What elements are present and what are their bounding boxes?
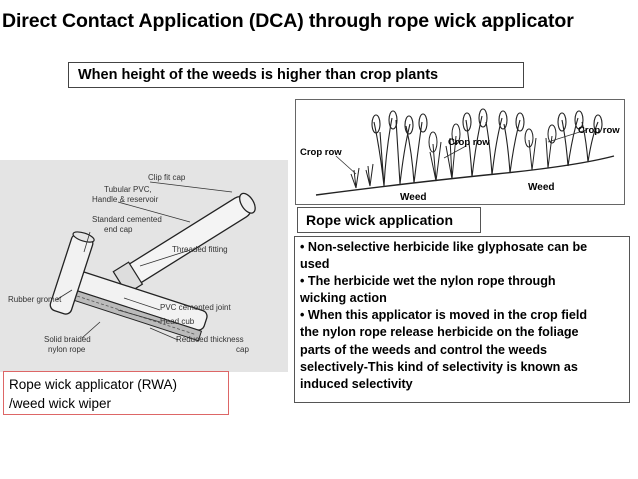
rwa-caption-line2: /weed wick wiper bbox=[9, 396, 112, 411]
bullet-line: • The herbicide wet the nylon rope throu… bbox=[300, 274, 556, 289]
bullet-line: the nylon rope release herbicide on the … bbox=[300, 325, 579, 340]
label-rubber-gromet: Rubber gromet bbox=[8, 295, 62, 304]
label-head-cub: Head cub bbox=[160, 317, 195, 326]
label-standard-cemented: Standard cemented bbox=[92, 215, 162, 224]
application-bullets: • Non-selective herbicide like glyphosat… bbox=[294, 236, 630, 403]
bullet-line: • When this applicator is moved in the c… bbox=[300, 308, 588, 323]
crop-row-middle-plants bbox=[428, 123, 461, 182]
label-solid-braided: Solid braided bbox=[44, 335, 91, 344]
label-reduced-thickness: Reduced thickness bbox=[176, 335, 244, 344]
label-tubular-pvc: Tubular PVC, bbox=[104, 185, 152, 194]
crop-row-left-plants bbox=[350, 163, 374, 189]
rope-wick-application-heading: Rope wick application bbox=[297, 207, 481, 233]
label-clip-fit-cap: Clip fit cap bbox=[148, 173, 186, 182]
label-cap: cap bbox=[236, 345, 249, 354]
label-weed-left: Weed bbox=[400, 192, 427, 203]
rope-wick-applicator-illustration: Clip fit cap Tubular PVC, Handle & reser… bbox=[0, 160, 288, 372]
label-end-cap: end cap bbox=[104, 225, 133, 234]
bullet-line: wicking action bbox=[300, 291, 387, 306]
label-threaded-fitting: Threaded fitting bbox=[172, 245, 228, 254]
label-pvc-joint: PVC cemented joint bbox=[160, 303, 231, 312]
applicator-sketch: Clip fit cap Tubular PVC, Handle & reser… bbox=[0, 160, 288, 372]
label-crop-row-left: Crop row bbox=[300, 147, 342, 158]
label-nylon-rope: nylon rope bbox=[48, 345, 86, 354]
subtitle-box: When height of the weeds is higher than … bbox=[68, 62, 524, 88]
device-labels: Clip fit cap Tubular PVC, Handle & reser… bbox=[8, 173, 249, 354]
weed-middle-plants bbox=[462, 108, 525, 178]
label-handle-reservoir: Handle & reservoir bbox=[92, 195, 159, 204]
bullet-line: used bbox=[300, 257, 330, 272]
label-crop-row-middle: Crop row bbox=[448, 137, 490, 148]
label-pointers bbox=[335, 129, 587, 175]
rwa-caption-line1: Rope wick applicator (RWA) bbox=[9, 377, 178, 392]
label-crop-row-right: Crop row bbox=[578, 125, 620, 136]
bullet-line: • Non-selective herbicide like glyphosat… bbox=[300, 240, 588, 254]
slide-title: Direct Contact Application (DCA) through… bbox=[2, 10, 574, 32]
ground-line bbox=[315, 155, 615, 196]
bullet-line: parts of the weeds and control the weeds bbox=[300, 342, 548, 357]
crop-row-right-plants bbox=[524, 124, 557, 171]
tubular-handle bbox=[112, 192, 256, 295]
label-weed-right: Weed bbox=[528, 182, 555, 193]
rwa-caption-box: Rope wick applicator (RWA) /weed wick wi… bbox=[3, 371, 229, 415]
device-label-pointers bbox=[55, 181, 233, 341]
weed-crop-illustration: Crop row Crop row Crop row Weed Weed bbox=[295, 99, 625, 205]
weed-left-plants bbox=[371, 110, 428, 187]
weed-crop-sketch: Crop row Crop row Crop row Weed Weed bbox=[300, 108, 620, 203]
end-pipe bbox=[49, 231, 95, 315]
bullet-line: selectively-This kind of selectivity is … bbox=[300, 359, 578, 374]
bullet-line: induced selectivity bbox=[300, 376, 413, 391]
weed-right-plants bbox=[557, 110, 603, 167]
